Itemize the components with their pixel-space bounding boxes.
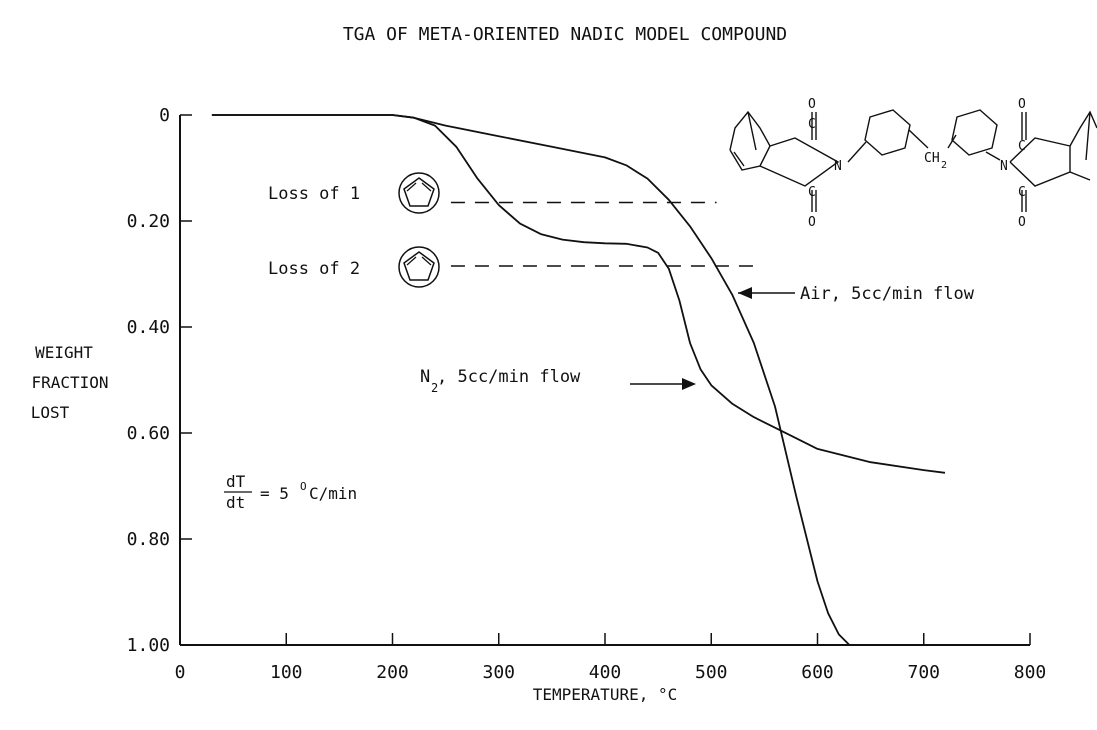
n2-series-line — [211, 114, 946, 474]
ch2-label: CH — [924, 151, 940, 166]
left-bottom-oxygen-label: O — [808, 215, 816, 230]
left-bottom-carbon-label: C — [808, 185, 816, 200]
heating-rate-annotation: dT dt = 5 O C/min — [224, 472, 357, 512]
loss-1-label: Loss of 1 — [268, 184, 360, 204]
y-axis-title-line-2: FRACTION — [31, 373, 108, 392]
left-imide-ring — [759, 137, 840, 187]
loss-2-label: Loss of 2 — [268, 259, 360, 279]
x-axis-ticks: 0 100 200 300 400 500 600 700 800 — [175, 633, 1047, 683]
x-tick-label: 800 — [1014, 662, 1047, 683]
air-series-line — [211, 114, 851, 646]
right-top-carbon-label: C — [1018, 139, 1026, 154]
right-bottom-oxygen-label: O — [1018, 215, 1026, 230]
y-axis-ticks: 0 0.20 0.40 0.60 0.80 1.00 — [127, 105, 192, 656]
x-tick-label: 600 — [801, 662, 834, 683]
rate-degree-symbol: O — [300, 480, 307, 493]
left-nitrogen-label: N — [834, 159, 842, 174]
x-tick-label: 0 — [175, 662, 186, 683]
loss-1-annotation: Loss of 1 — [268, 172, 717, 214]
n2-label-main: N — [420, 367, 430, 387]
x-axis-title: TEMPERATURE, °C — [533, 685, 678, 704]
chemical-structure-labels: O C N C O CH 2 O C N C O — [808, 97, 1026, 230]
y-axis-title-line-3: LOST — [31, 403, 70, 422]
y-tick-label: 1.00 — [127, 635, 170, 656]
y-tick-label: 0 — [159, 105, 170, 126]
x-tick-label: 700 — [907, 662, 940, 683]
y-tick-label: 0.40 — [127, 317, 170, 338]
cyclopentadiene-icon — [398, 246, 440, 288]
rate-numerator: dT — [226, 472, 246, 491]
y-tick-label: 0.80 — [127, 529, 170, 550]
rate-equals: = 5 — [260, 484, 289, 503]
n2-label-subscript: 2 — [431, 381, 438, 395]
left-top-carbon-label: C — [808, 117, 816, 132]
left-phenyl-ring — [864, 109, 911, 156]
x-tick-label: 200 — [376, 662, 409, 683]
chart-title: TGA OF META-ORIENTED NADIC MODEL COMPOUN… — [343, 24, 787, 45]
right-phenyl-ring — [951, 109, 998, 156]
cyclopentadiene-icon — [398, 172, 440, 214]
y-axis-title-line-1: WEIGHT — [35, 343, 93, 362]
right-norbornene-ring — [1069, 110, 1097, 147]
n2-annotation: N 2 , 5cc/min flow — [420, 367, 696, 395]
right-imide-ring — [1009, 137, 1071, 187]
series-group — [211, 114, 946, 646]
n2-label-rest: , 5cc/min flow — [437, 367, 581, 387]
air-arrow-head-icon — [738, 287, 752, 299]
n2-arrow-head-icon — [682, 378, 696, 390]
ch2-subscript: 2 — [941, 160, 947, 171]
x-tick-label: 400 — [589, 662, 622, 683]
rate-unit: C/min — [309, 484, 357, 503]
rate-denominator: dt — [226, 493, 245, 512]
y-tick-label: 0.60 — [127, 423, 170, 444]
air-series-label: Air, 5cc/min flow — [800, 284, 975, 304]
x-tick-label: 100 — [270, 662, 303, 683]
x-tick-label: 500 — [695, 662, 728, 683]
loss-2-annotation: Loss of 2 — [268, 246, 754, 288]
left-norbornene-ring — [729, 110, 771, 171]
chemical-structure-diagram — [729, 109, 1097, 212]
air-annotation: Air, 5cc/min flow — [738, 284, 975, 304]
y-tick-label: 0.20 — [127, 211, 170, 232]
right-bottom-carbon-label: C — [1018, 185, 1026, 200]
left-top-oxygen-label: O — [808, 97, 816, 112]
left-bridge-bond — [747, 111, 757, 151]
x-tick-label: 300 — [482, 662, 515, 683]
right-top-oxygen-label: O — [1018, 97, 1026, 112]
right-nitrogen-label: N — [1000, 159, 1008, 174]
left-double-bond — [733, 151, 745, 167]
